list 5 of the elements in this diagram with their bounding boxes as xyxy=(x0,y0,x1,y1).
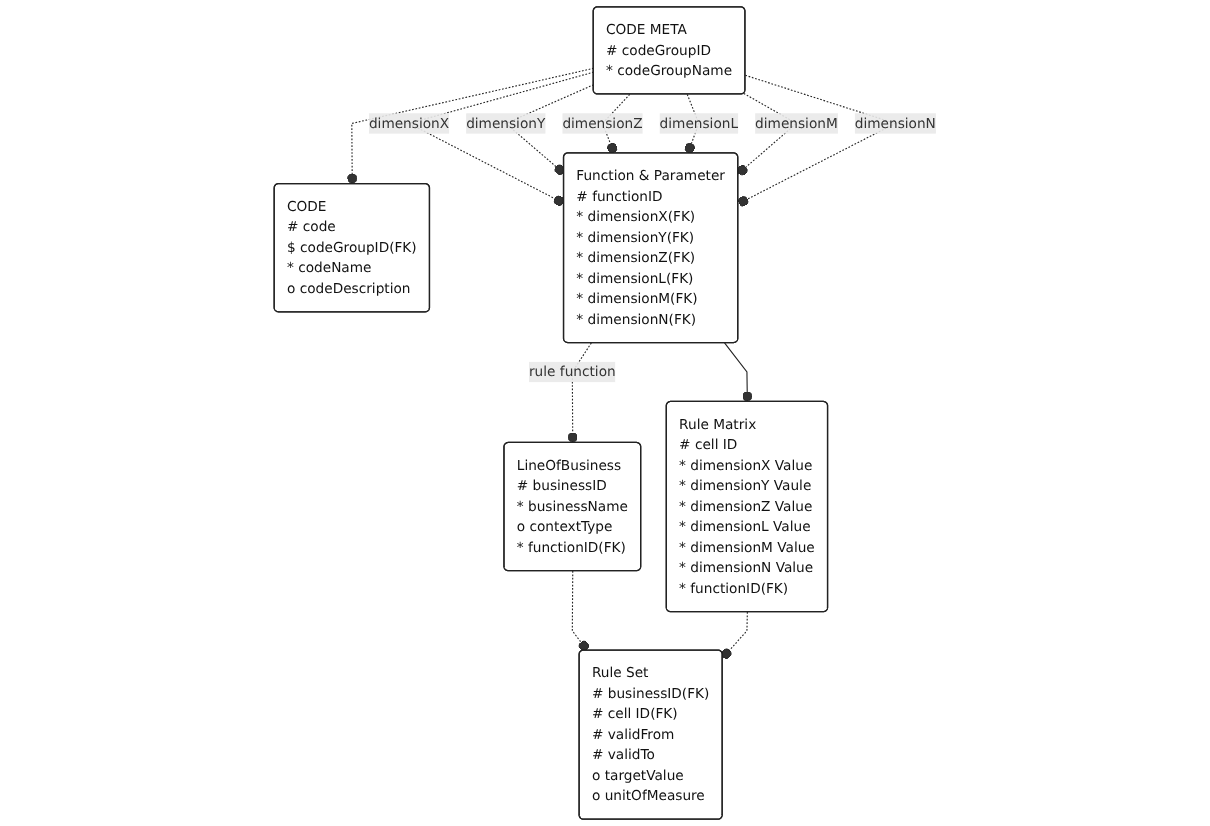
connector xyxy=(571,570,589,652)
connector xyxy=(721,611,748,659)
connector xyxy=(723,342,753,403)
connector xyxy=(567,342,592,444)
connector xyxy=(601,93,631,154)
